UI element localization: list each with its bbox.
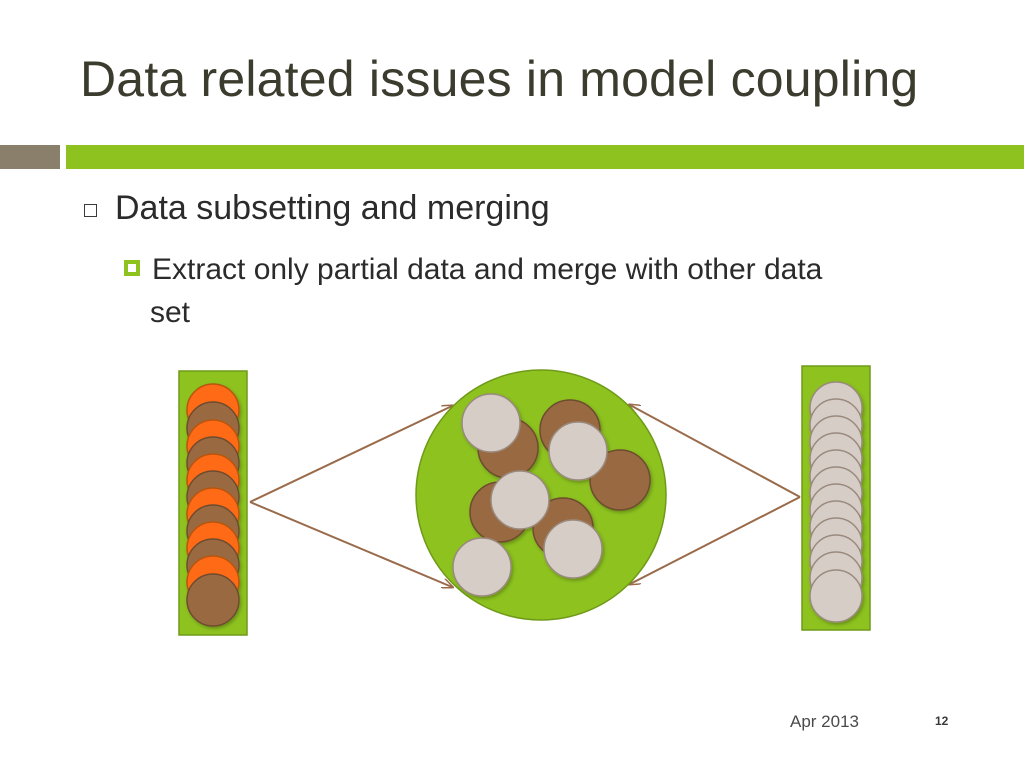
bullet-level1-text: Data subsetting and merging <box>115 189 550 227</box>
bullet-level2-text-line2: set <box>150 296 191 329</box>
hollow-square-icon <box>84 204 97 217</box>
merged-dataset-discs <box>452 393 651 597</box>
left-dataset-discs <box>186 383 240 627</box>
header-accent-green-bar <box>66 145 1024 169</box>
bullet-level2-text-line1: Extract only partial data and merge with… <box>152 253 823 286</box>
merge-arrows <box>249 405 801 587</box>
left-dataset-column <box>178 370 248 636</box>
merged-dataset-circle <box>415 369 667 621</box>
footer-date: Apr 2013 <box>790 712 859 731</box>
right-dataset-discs <box>809 381 863 623</box>
bullet-level2: Extract only partial data and merge with… <box>120 248 960 334</box>
bullet-level1: Data subsetting and merging <box>84 189 550 228</box>
green-square-icon <box>124 260 140 276</box>
page-number: 12 <box>935 714 949 728</box>
right-dataset-column <box>801 365 871 631</box>
slide-title: Data related issues in model coupling <box>80 51 919 107</box>
header-accent-gray-bar <box>0 145 60 169</box>
